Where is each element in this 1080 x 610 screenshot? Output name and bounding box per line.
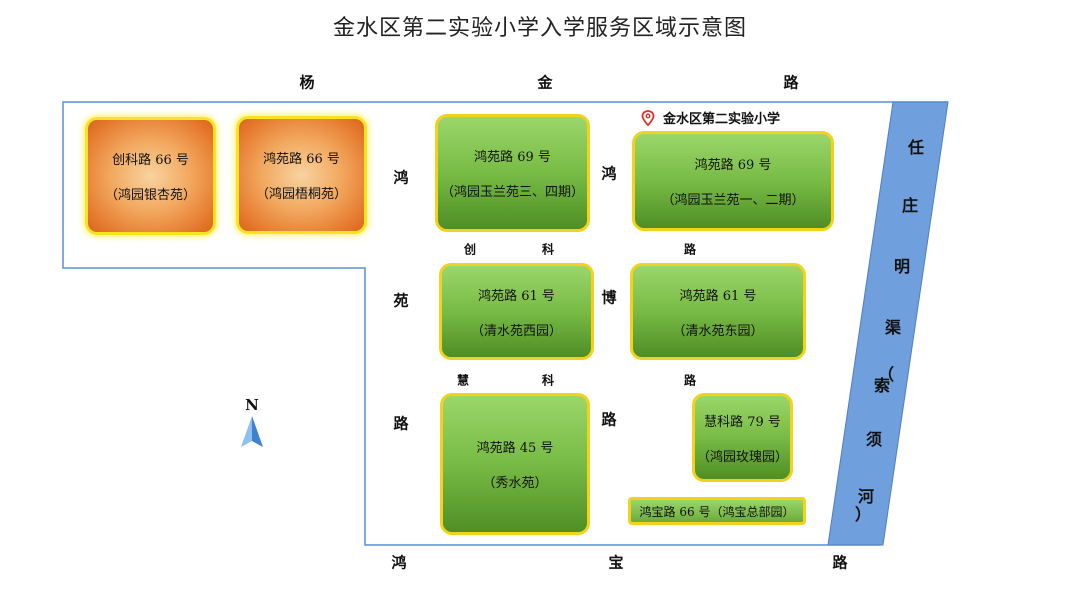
road-label-huike-2: 科: [541, 373, 555, 388]
block-address: 鸿宝路 66 号（鸿宝总部园）: [639, 504, 795, 519]
road-label-hongyuan-3: 路: [393, 414, 409, 433]
road-label-chuangke-1: 创: [463, 242, 477, 257]
road-label-huike-3: 路: [683, 373, 697, 388]
river-label-char: 河: [857, 487, 875, 506]
river-label-char: （: [877, 365, 895, 384]
map-title: 金水区第二实验小学入学服务区域示意图: [332, 16, 747, 41]
road-label-hongbo-2: 博: [601, 288, 617, 307]
road-label-hongbo-1: 鸿: [601, 164, 617, 183]
school-name: 金水区第二实验小学: [663, 112, 781, 127]
block-hongbao-66[interactable]: 鸿宝路 66 号（鸿宝总部园）: [628, 497, 806, 525]
block-address: 创科路 66 号: [112, 153, 189, 168]
block-huike-79[interactable]: 慧科路 79 号 （鸿园玫瑰园）: [692, 393, 793, 482]
block-community: （鸿园玫瑰园）: [696, 449, 788, 465]
block-address: 慧科路 79 号: [704, 414, 781, 430]
block-community: （鸿园银杏苑）: [104, 188, 196, 203]
block-hongyuan-69-west[interactable]: 鸿苑路 69 号 （鸿园玉兰苑三、四期）: [435, 114, 590, 232]
block-hongyuan-66[interactable]: 鸿苑路 66 号 （鸿园梧桐苑）: [236, 116, 367, 234]
river-label-char: ）: [854, 505, 872, 524]
road-label-chuangke-3: 路: [683, 242, 697, 257]
road-label-hongyuan-1: 鸿: [393, 168, 409, 187]
river-label-char: 渠: [884, 318, 902, 337]
road-label-hongbao-1: 鸿: [391, 553, 407, 572]
river-label-char: 庄: [901, 196, 919, 215]
map-pin-icon: [641, 109, 655, 126]
block-address: 鸿苑路 69 号: [474, 150, 551, 165]
river-label-char: 须: [865, 430, 883, 449]
block-chuangke-66[interactable]: 创科路 66 号 （鸿园银杏苑）: [85, 117, 216, 235]
road-label-huike-1: 慧: [456, 373, 470, 388]
road-label-hongbao-3: 路: [832, 553, 848, 572]
river-label-char: 索: [873, 376, 891, 395]
block-address: 鸿苑路 61 号: [478, 288, 555, 304]
block-address: 鸿苑路 66 号: [263, 152, 340, 167]
block-community: （鸿园玉兰苑一、二期）: [661, 193, 805, 208]
north-indicator: N: [234, 396, 270, 454]
block-hongyuan-61-east[interactable]: 鸿苑路 61 号 （清水苑东园）: [630, 263, 806, 360]
block-hongyuan-61-west[interactable]: 鸿苑路 61 号 （清水苑西园）: [439, 263, 594, 360]
road-label-yangjin-2: 金: [537, 73, 553, 92]
school-marker[interactable]: 金水区第二实验小学: [641, 108, 780, 127]
block-community: （鸿园梧桐苑）: [255, 187, 347, 202]
river-label-char: 明: [893, 257, 911, 276]
river-label-char: 任: [907, 138, 925, 157]
river-channel: [827, 101, 949, 546]
block-address: 鸿苑路 69 号: [694, 158, 772, 173]
road-label-yangjin-3: 路: [783, 73, 799, 92]
block-community: （清水苑东园）: [672, 323, 764, 339]
block-community: （鸿园玉兰苑三、四期）: [440, 185, 584, 200]
block-address: 鸿苑路 45 号: [476, 441, 554, 456]
block-community: （秀水苑）: [482, 476, 548, 491]
block-hongyuan-69-east[interactable]: 鸿苑路 69 号 （鸿园玉兰苑一、二期）: [632, 131, 834, 231]
road-label-yangjin-1: 杨: [299, 73, 315, 92]
block-community: （清水苑西园）: [470, 323, 562, 339]
block-address: 鸿苑路 61 号: [679, 288, 757, 304]
road-label-hongbao-2: 宝: [608, 553, 624, 572]
north-label: N: [245, 396, 259, 414]
road-label-hongyuan-2: 苑: [393, 291, 409, 310]
north-arrow-icon: [241, 416, 263, 447]
road-label-chuangke-2: 科: [541, 242, 555, 257]
road-label-hongbo-3: 路: [601, 410, 617, 429]
block-hongyuan-45[interactable]: 鸿苑路 45 号 （秀水苑）: [440, 393, 590, 535]
